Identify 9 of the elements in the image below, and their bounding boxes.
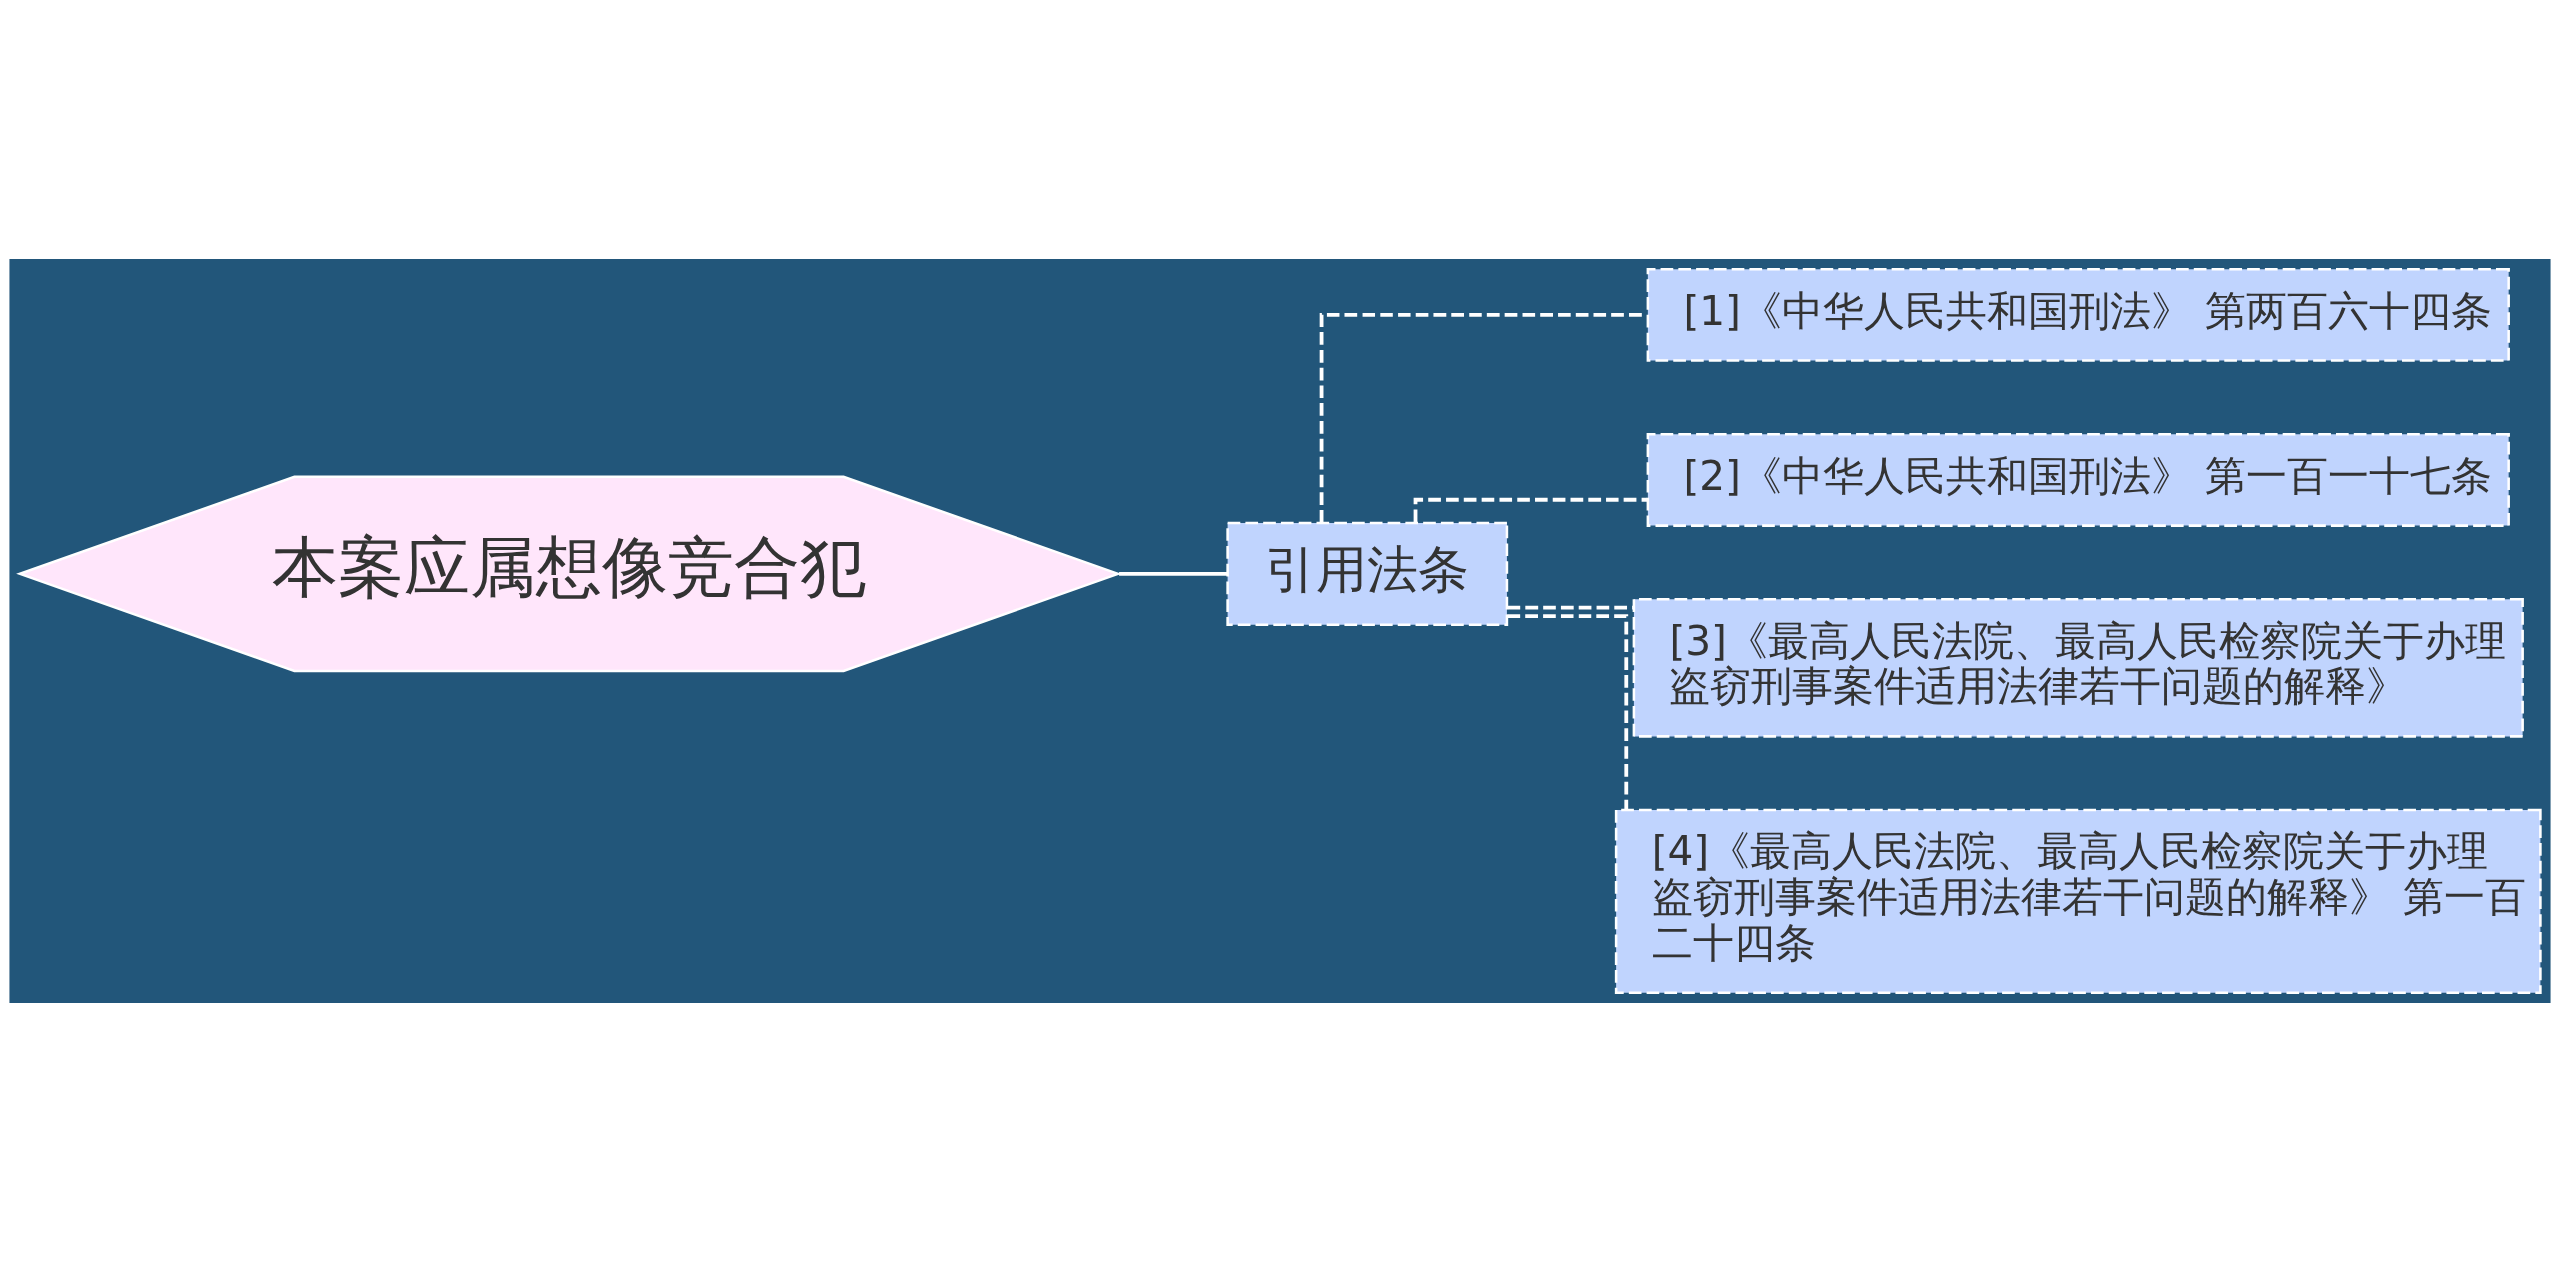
- node-box: 引用法条: [1226, 521, 1509, 626]
- node-box: [1]《中华人民共和国刑法》 第两百六十四条: [1646, 267, 2510, 362]
- node-box: [4]《最高人民法院、最高人民检察院关于办理盗窃刑事案件适用法律若干问题的解释》 第一百二十四条: [1614, 808, 2542, 994]
- connector: [1507, 613, 1629, 810]
- connector: [1319, 312, 1647, 523]
- node-box: [2]《中华人民共和国刑法》 第一百一十七条: [1646, 432, 2510, 527]
- connector: [1507, 605, 1634, 610]
- node-box: [3]《最高人民法院、最高人民检察院关于办理盗窃刑事案件适用法律若干问题的解释》: [1632, 597, 2524, 738]
- connector: [1119, 571, 1228, 576]
